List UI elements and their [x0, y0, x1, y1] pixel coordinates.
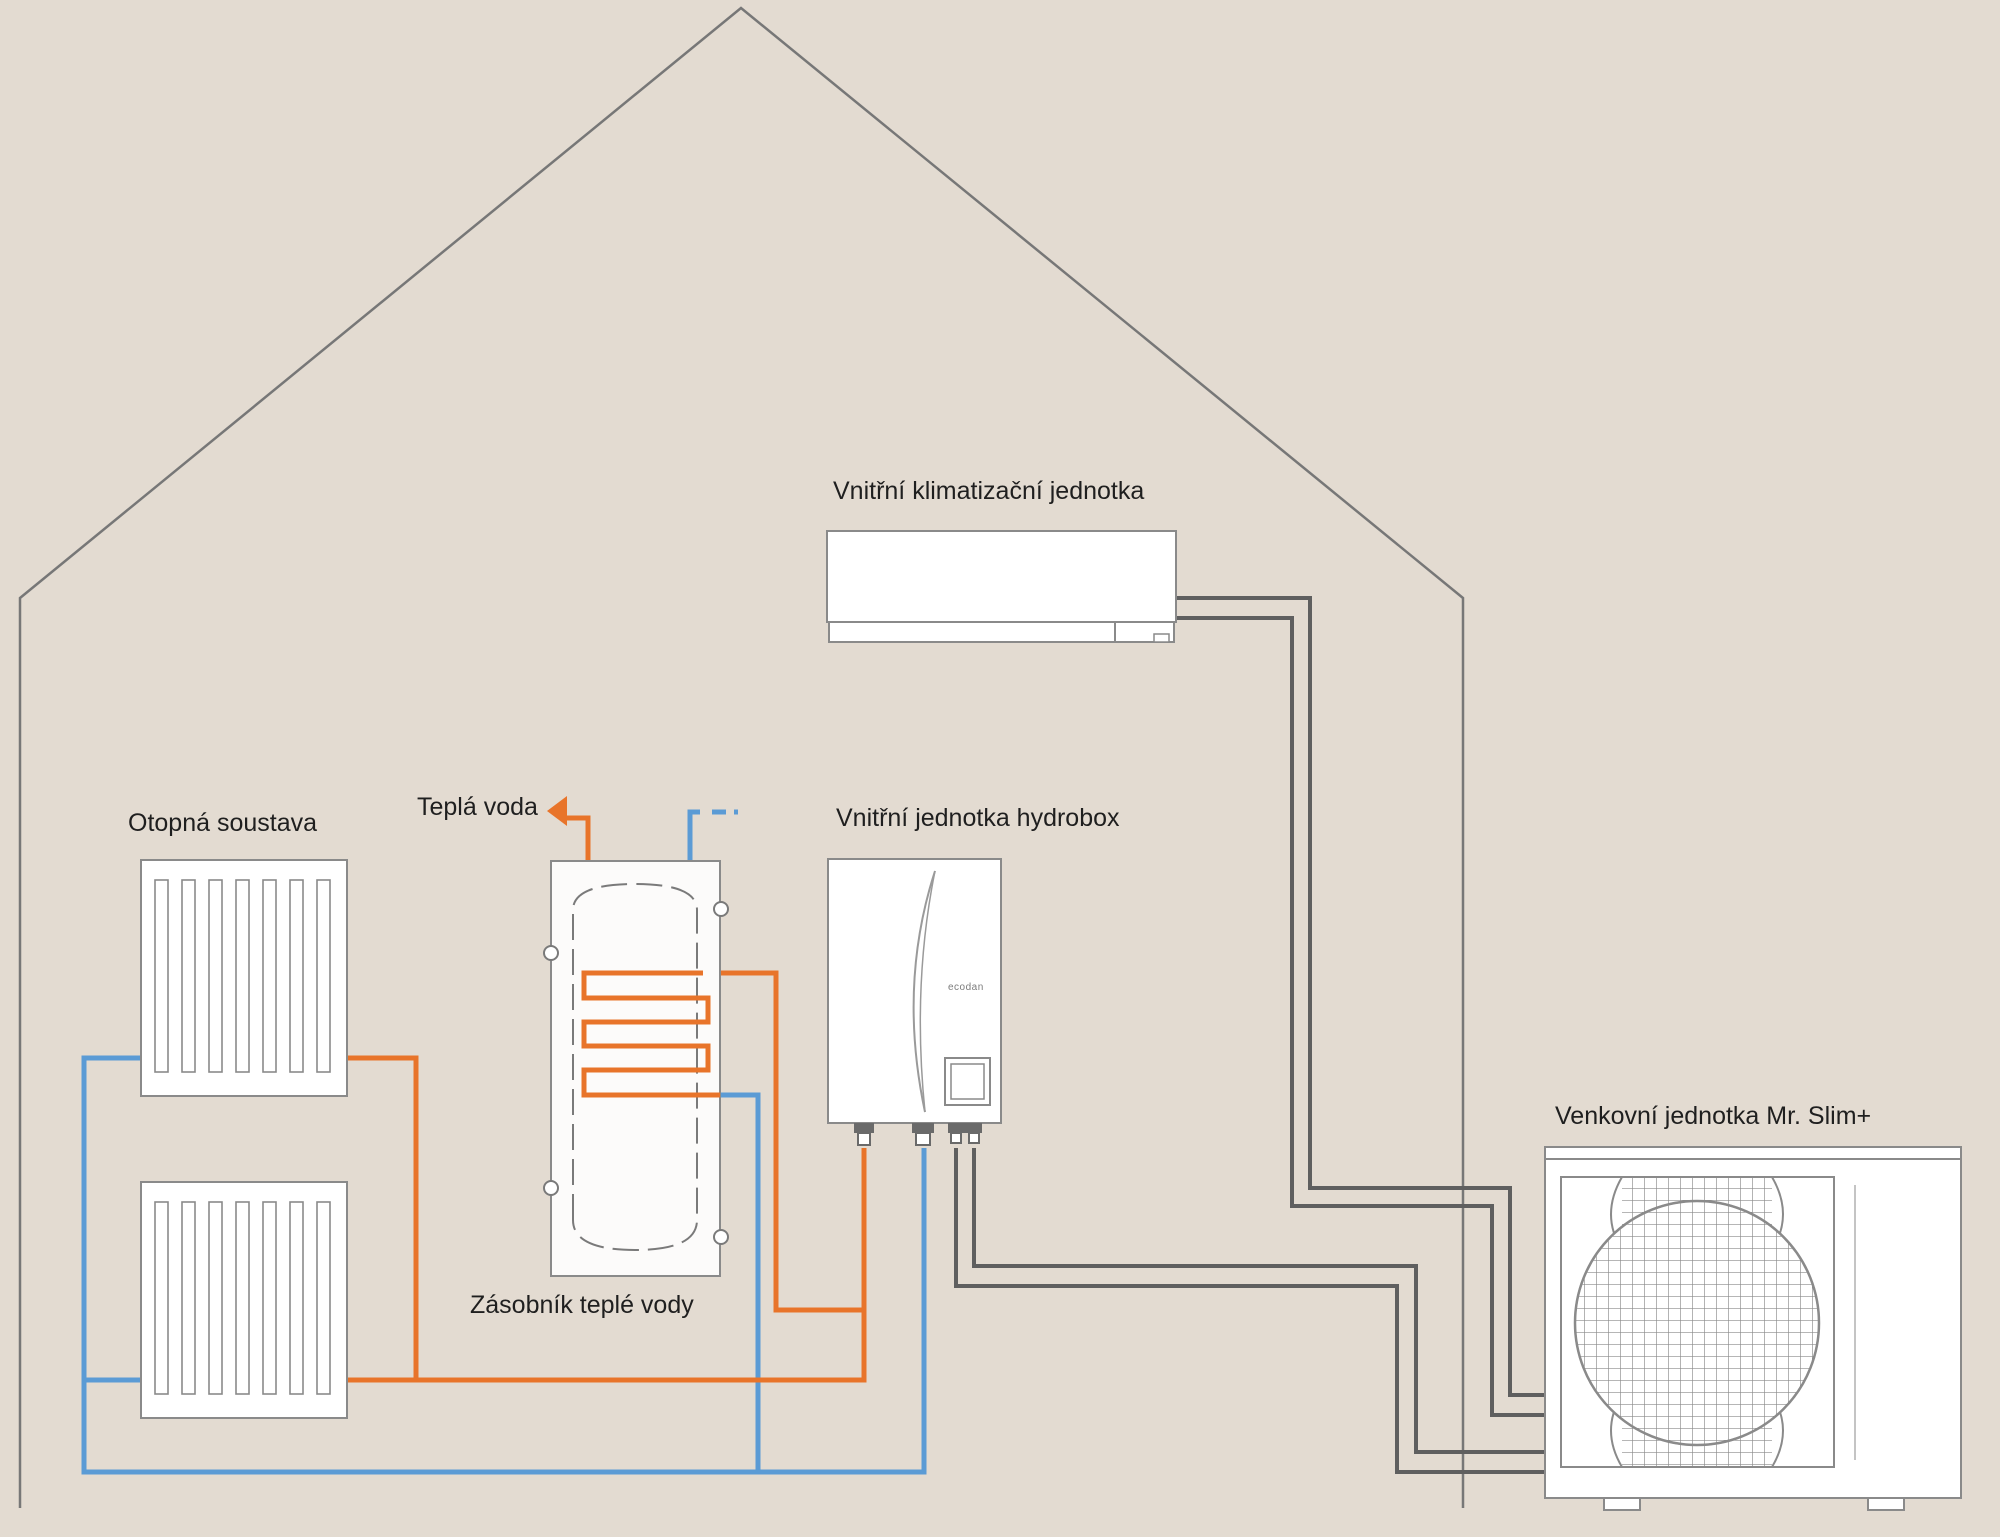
- tank-heating-coil: [581, 970, 720, 1098]
- house-outline: [18, 6, 1465, 1508]
- hydrobox-unit: ecodan: [827, 858, 1002, 1146]
- label-hydrobox: Vnitřní jednotka hydrobox: [836, 804, 1120, 832]
- radiator-upper: [140, 859, 348, 1097]
- ac-indoor-unit: [826, 530, 1177, 643]
- cold-water-pipes: [81, 809, 927, 1475]
- hot-water-arrow: [547, 796, 567, 826]
- label-outdoor-unit: Venkovní jednotka Mr. Slim+: [1555, 1102, 1871, 1130]
- refrigerant-pipes: [954, 596, 1546, 1474]
- ecodan-logo: ecodan: [948, 982, 984, 993]
- outdoor-unit: [1544, 1146, 1962, 1511]
- label-hot-water: Teplá voda: [417, 793, 538, 821]
- label-tank: Zásobník teplé vody: [470, 1291, 694, 1319]
- label-ac-indoor: Vnitřní klimatizační jednotka: [833, 477, 1144, 505]
- radiator-lower: [140, 1181, 348, 1419]
- label-heating-system: Otopná soustava: [128, 809, 317, 837]
